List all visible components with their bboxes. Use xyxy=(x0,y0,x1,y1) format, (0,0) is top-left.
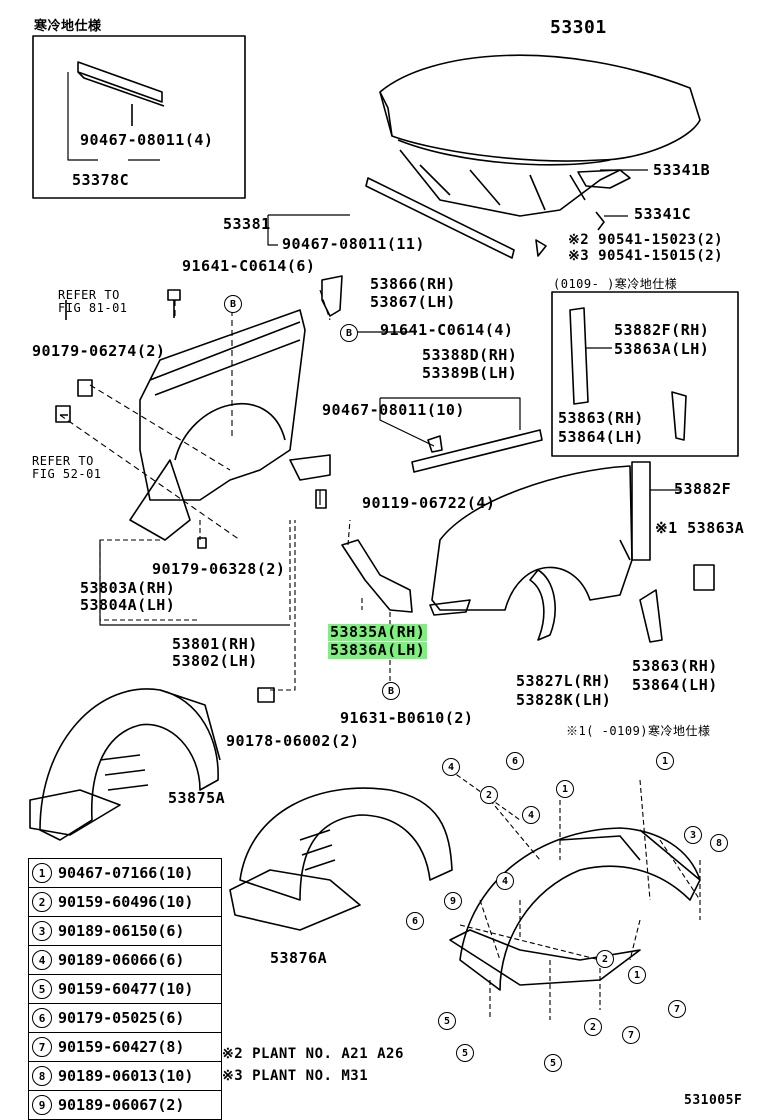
hood-panel xyxy=(379,54,701,162)
diagram-code: 531005F xyxy=(684,1093,743,1108)
callout-2: 2 xyxy=(480,786,498,804)
brace-lh-label: 53836A(LH) xyxy=(328,641,428,659)
nut-label: 90179-06328(2) xyxy=(152,560,286,578)
bolt-d-label: 90119-06722(4) xyxy=(362,494,496,512)
refer-1a: REFER TO xyxy=(58,288,120,302)
callout-2b: 2 xyxy=(596,950,614,968)
part-53863A: ※1 53863A xyxy=(655,519,745,537)
callout-8: 8 xyxy=(710,834,728,852)
bolt-a-label: 91641-C0614(6) xyxy=(182,257,316,275)
bracket-rh-label: 53803A(RH) xyxy=(80,579,176,597)
liner-53875A xyxy=(39,688,219,841)
callout-5b: 5 xyxy=(456,1044,474,1062)
liner-53876A-label: 53876A xyxy=(270,949,328,967)
cold-spec-box xyxy=(32,35,246,199)
right-box-p4: 53864(LH) xyxy=(558,428,644,446)
cold-box-part: 53378C xyxy=(72,171,130,189)
fender-apron xyxy=(139,309,306,501)
fender-brace xyxy=(341,539,413,613)
apron-rh-label: 53801(RH) xyxy=(172,635,258,653)
callout-9: 9 xyxy=(444,892,462,910)
callout-3: 3 xyxy=(684,826,702,844)
callout-1: 1 xyxy=(556,780,574,798)
liner-right xyxy=(459,827,701,991)
part-53863-rh: 53863(RH) xyxy=(632,657,718,675)
brace-rh-label: 53835A(RH) xyxy=(328,623,428,641)
fender-pad xyxy=(693,564,715,591)
fender-strip-a xyxy=(631,461,651,561)
refer-1b: FIG 81-01 xyxy=(58,301,128,315)
clip-label: 90178-06002(2) xyxy=(226,732,360,750)
apron-bracket xyxy=(289,454,331,481)
callout-1c: 1 xyxy=(628,966,646,984)
seal-lh-label: 53867(LH) xyxy=(370,293,456,311)
right-box-title: (0109- )寒冷地仕様 xyxy=(553,277,678,291)
right-box-p2: 53863A(LH) xyxy=(614,340,710,358)
fender-molding xyxy=(411,429,543,473)
cold-box-bolt: 90467-08011(4) xyxy=(80,131,214,149)
plant-3-note: ※3 PLANT NO. M31 xyxy=(222,1068,369,1084)
cold-box-rail xyxy=(77,61,165,107)
bracket-lh-label: 53804A(LH) xyxy=(80,596,176,614)
callout-4: 4 xyxy=(442,758,460,776)
cold-box-title: 寒冷地仕様 xyxy=(34,19,102,34)
part-53882F: 53882F xyxy=(674,480,732,498)
clip-b-label: 90467-08011(10) xyxy=(322,401,465,419)
fender-seal xyxy=(321,275,343,317)
rail-label: 53381 xyxy=(223,215,271,233)
seal-rh-label: 53866(RH) xyxy=(370,275,456,293)
callout-2c: 2 xyxy=(584,1018,602,1036)
liner-53875A-label: 53875A xyxy=(168,789,226,807)
screw-2-label: ※2 90541-15023(2) xyxy=(568,232,724,248)
callout-6b: 6 xyxy=(406,912,424,930)
callout-5c: 5 xyxy=(544,1054,562,1072)
fender-liner-small xyxy=(529,569,556,641)
rail-clip-label: 90467-08011(11) xyxy=(282,235,425,253)
bolt-b-label: 90179-06274(2) xyxy=(32,342,166,360)
callout-4c: 4 xyxy=(496,872,514,890)
cushion-label: 53341C xyxy=(634,205,692,223)
bolt-e-label: 91631-B0610(2) xyxy=(340,709,474,727)
marker-b-1: B xyxy=(224,295,242,313)
marker-b-3: B xyxy=(382,682,400,700)
liner-53876A xyxy=(239,787,453,901)
hood-rail xyxy=(365,177,515,259)
liner-lh-label: 53828K(LH) xyxy=(516,691,612,709)
part-53864-lh: 53864(LH) xyxy=(632,676,718,694)
marker-b-2: B xyxy=(340,324,358,342)
molding-lh-label: 53389B(LH) xyxy=(422,364,518,382)
callout-1b: 1 xyxy=(656,752,674,770)
right-box-p1: 53882F(RH) xyxy=(614,321,710,339)
callout-6: 6 xyxy=(506,752,524,770)
plant-2-note: ※2 PLANT NO. A21 A26 xyxy=(222,1046,404,1062)
hood-label: 53301 xyxy=(550,17,607,38)
refer-2a: REFER TO xyxy=(32,454,94,468)
liner-rh-label: 53827L(RH) xyxy=(516,672,612,690)
callout-5: 5 xyxy=(438,1012,456,1030)
refer-2b: FIG 52-01 xyxy=(32,467,102,481)
screw-3-label: ※3 90541-15015(2) xyxy=(568,248,724,264)
right-note: ※1( -0109)寒冷地仕様 xyxy=(566,724,711,738)
right-spec-box xyxy=(551,291,739,457)
callout-4b: 4 xyxy=(522,806,540,824)
apron-lh-label: 53802(LH) xyxy=(172,652,258,670)
callout-7b: 7 xyxy=(622,1026,640,1044)
right-box-p3: 53863(RH) xyxy=(558,409,644,427)
callout-7: 7 xyxy=(668,1000,686,1018)
molding-rh-label: 53388D(RH) xyxy=(422,346,518,364)
hood-seal-label: 53341B xyxy=(653,161,711,179)
front-fender xyxy=(431,465,633,611)
bolt-c-label: 91641-C0614(4) xyxy=(380,321,514,339)
